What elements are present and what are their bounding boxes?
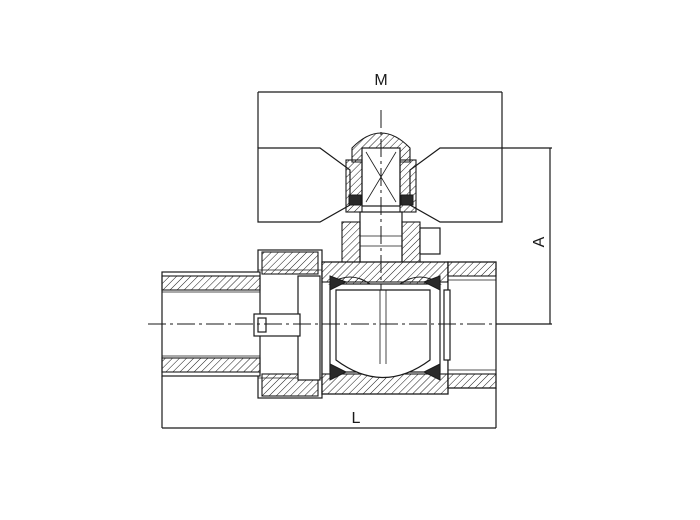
right-pipe-end — [443, 261, 497, 389]
handle — [257, 147, 503, 223]
dimension-a: A — [496, 147, 552, 325]
dimension-m: M — [257, 72, 503, 148]
dimension-l: L — [161, 376, 497, 429]
dimension-a-label: A — [531, 236, 548, 247]
stem-bonnet — [341, 211, 441, 271]
valve-body — [321, 261, 449, 395]
dimension-m-label: M — [374, 72, 387, 89]
dimension-l-label: L — [352, 410, 361, 427]
